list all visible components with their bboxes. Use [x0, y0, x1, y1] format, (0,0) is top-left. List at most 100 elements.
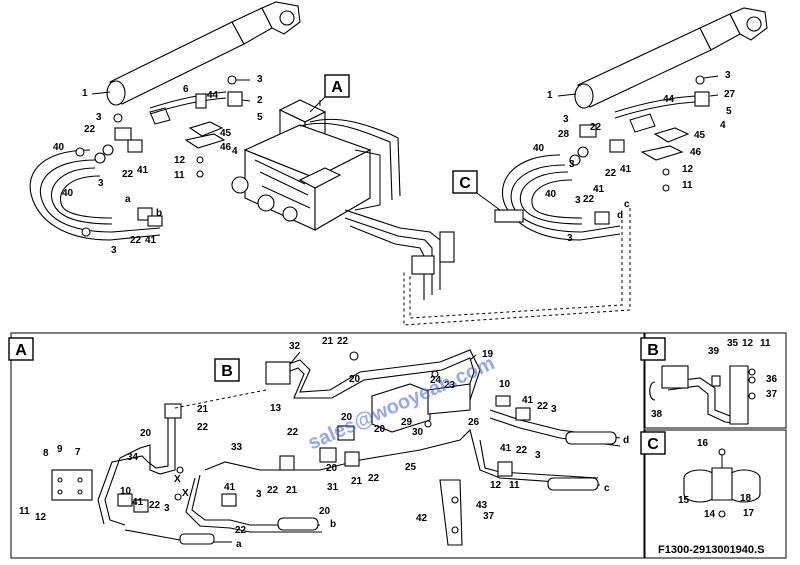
part-label-30: 30 [412, 427, 424, 438]
panel-b-frame [644, 332, 787, 429]
panel-c-title: C [647, 436, 659, 453]
control-valve-block [231, 99, 381, 231]
part-label-41: 41 [145, 235, 157, 246]
part-label-4: 4 [720, 120, 726, 131]
part-label-20: 20 [140, 428, 152, 439]
panel-b-title: B [647, 342, 659, 359]
part-label-20: 20 [341, 412, 353, 423]
figure-number: F1300-2913001940.S [658, 544, 764, 556]
part-label-22: 22 [287, 427, 299, 438]
part-label-11: 11 [19, 506, 30, 517]
panel-b-parts [649, 365, 756, 425]
part-label-21: 21 [197, 404, 209, 415]
part-label-3: 3 [567, 233, 573, 244]
part-label-11: 11 [760, 338, 771, 349]
part-label-11: 11 [174, 170, 185, 181]
part-label-3: 3 [569, 159, 575, 170]
part-label-12: 12 [682, 164, 694, 175]
part-label-41: 41 [224, 482, 236, 493]
part-label-X: X [182, 488, 189, 499]
callout-a-box [324, 74, 350, 98]
part-label-41: 41 [620, 164, 632, 175]
callout-b: B [221, 363, 233, 380]
part-label-21: 21 [322, 336, 334, 347]
part-label-3: 3 [96, 112, 102, 123]
part-label-12: 12 [174, 155, 186, 166]
part-label-7: 7 [75, 447, 81, 458]
part-label-46: 46 [690, 147, 702, 158]
part-label-12: 12 [490, 480, 502, 491]
part-label-22: 22 [267, 485, 279, 496]
part-label-19: 19 [482, 349, 494, 360]
part-label-25: 25 [405, 462, 417, 473]
part-label-2: 2 [257, 95, 263, 106]
part-label-3: 3 [725, 70, 731, 81]
part-label-42: 42 [416, 513, 428, 524]
part-label-3: 3 [257, 74, 263, 85]
part-label-41: 41 [593, 184, 605, 195]
part-label-37: 37 [483, 511, 495, 522]
part-label-1: 1 [82, 88, 88, 99]
panel-a-title: A [15, 342, 27, 359]
panel-c-title-box [640, 431, 666, 455]
part-label-18: 18 [740, 493, 752, 504]
part-label-40: 40 [62, 188, 74, 199]
part-label-22: 22 [197, 422, 209, 433]
part-label-16: 16 [697, 438, 709, 449]
part-label-33: 33 [231, 442, 243, 453]
part-label-17: 17 [743, 508, 755, 519]
part-label-22: 22 [122, 169, 134, 180]
part-label-22: 22 [583, 194, 595, 205]
panel-b-title-box [640, 337, 666, 361]
part-label-39: 39 [708, 346, 720, 357]
part-label-32: 32 [289, 341, 301, 352]
part-label-22: 22 [130, 235, 142, 246]
part-label-22: 22 [605, 168, 617, 179]
part-label-45: 45 [220, 128, 232, 139]
part-label-20: 20 [349, 374, 361, 385]
part-label-b: b [330, 519, 336, 530]
part-label-5: 5 [257, 112, 263, 123]
left-hydraulic-cylinder [106, 1, 301, 115]
part-label-a: a [236, 539, 242, 550]
part-label-3: 3 [256, 489, 262, 500]
part-label-31: 31 [327, 482, 339, 493]
part-label-d: d [617, 210, 623, 221]
part-label-6: 6 [183, 84, 189, 95]
part-label-24: 24 [430, 375, 442, 386]
part-label-34: 34 [127, 452, 139, 463]
part-label-23: 23 [444, 380, 456, 391]
part-label-d: d [623, 435, 629, 446]
right-hose-loop [494, 146, 621, 241]
part-label-1: 1 [547, 90, 553, 101]
part-label-40: 40 [545, 189, 557, 200]
panel-a-title-box [8, 337, 34, 361]
part-label-45: 45 [694, 130, 706, 141]
panel-c-frame [644, 429, 787, 559]
part-label-b: b [156, 208, 162, 219]
part-label-3: 3 [98, 178, 104, 189]
part-label-43: 43 [476, 500, 488, 511]
part-label-41: 41 [132, 497, 144, 508]
part-label-12: 12 [742, 338, 754, 349]
part-label-29: 29 [401, 417, 413, 428]
part-label-3: 3 [551, 404, 557, 415]
part-label-13: 13 [270, 403, 282, 414]
part-label-35: 35 [727, 338, 739, 349]
part-label-26: 26 [468, 417, 480, 428]
top-left-fittings [113, 75, 243, 227]
valve-pipe-bundle [299, 100, 455, 300]
part-label-36: 36 [766, 374, 778, 385]
part-label-22: 22 [84, 124, 96, 135]
part-label-40: 40 [53, 142, 65, 153]
part-label-46: 46 [220, 142, 232, 153]
part-label-9: 9 [57, 444, 63, 455]
part-label-44: 44 [663, 94, 675, 105]
part-label-38: 38 [651, 409, 663, 420]
part-label-22: 22 [337, 336, 349, 347]
top-right-fittings [579, 75, 710, 225]
